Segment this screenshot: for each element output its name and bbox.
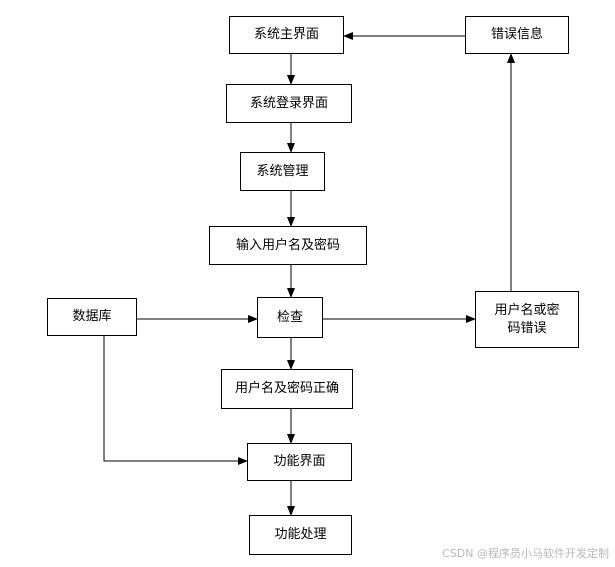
- node-feature-process-label: 功能处理: [274, 527, 327, 542]
- node-credentials-correct: 用户名及密码正确: [221, 369, 353, 409]
- node-main-ui-label: 系统主界面: [253, 27, 319, 42]
- node-check: 检查: [257, 297, 323, 338]
- node-main-ui: 系统主界面: [229, 16, 344, 54]
- node-feature-ui-label: 功能界面: [273, 454, 326, 469]
- node-feature-ui: 功能界面: [247, 443, 352, 481]
- node-login-ui-label: 系统登录界面: [249, 95, 328, 111]
- node-error-info: 错误信息: [465, 16, 569, 54]
- node-feature-process: 功能处理: [249, 515, 352, 555]
- edge-database-to-feature: [103, 336, 248, 465]
- node-credentials-wrong-label: 用户名或密 码错误: [494, 302, 560, 336]
- node-input-credentials: 输入用户名及密码: [209, 226, 367, 265]
- node-error-info-label: 错误信息: [490, 27, 543, 42]
- node-database: 数据库: [47, 298, 137, 336]
- node-login-ui: 系统登录界面: [226, 84, 352, 123]
- node-system-manage: 系统管理: [240, 152, 325, 191]
- node-input-credentials-label: 输入用户名及密码: [235, 237, 340, 253]
- node-credentials-wrong: 用户名或密 码错误: [475, 291, 579, 348]
- node-database-label: 数据库: [72, 309, 112, 324]
- node-system-manage-label: 系统管理: [256, 163, 309, 179]
- node-check-label: 检查: [276, 309, 303, 325]
- watermark: CSDN @程序员小马软件开发定制: [442, 547, 609, 560]
- node-credentials-correct-label: 用户名及密码正确: [234, 381, 339, 396]
